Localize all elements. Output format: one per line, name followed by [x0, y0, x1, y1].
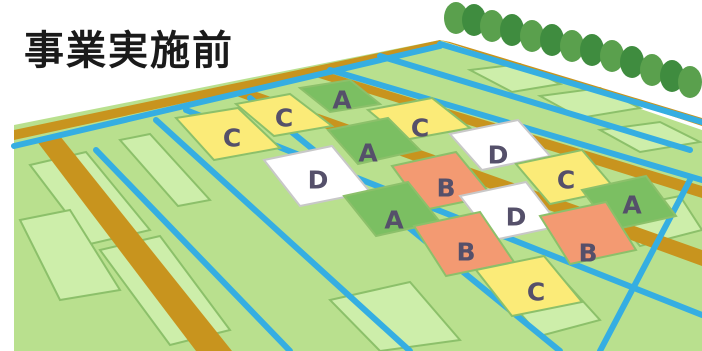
plot — [18, 208, 122, 302]
plot-label: A — [622, 191, 642, 220]
plot — [328, 280, 462, 351]
tree-line — [444, 2, 702, 98]
tree-icon — [560, 30, 584, 62]
tree-icon — [580, 34, 604, 66]
tree-icon — [678, 66, 702, 98]
plot-grade-c — [233, 92, 335, 138]
tree-icon — [444, 2, 468, 34]
plot-label: C — [527, 278, 545, 307]
channel-horizon — [437, 41, 702, 125]
plot-grade-a — [297, 78, 383, 114]
plot-label: C — [223, 124, 241, 153]
plot-grade-c — [474, 254, 584, 318]
plot-label: D — [488, 141, 509, 170]
tree-icon — [520, 20, 544, 52]
plot-label: C — [557, 166, 575, 195]
plot-label: C — [275, 104, 293, 133]
channel-top — [11, 43, 443, 149]
plot-grade-b — [538, 200, 638, 266]
plot — [466, 62, 564, 94]
plot-label: D — [506, 203, 527, 232]
tree-icon — [660, 60, 684, 92]
plot-label: A — [384, 206, 404, 235]
channel-right — [597, 177, 693, 351]
page-title: 事業実施前 — [24, 28, 234, 74]
plot-grade-a — [326, 116, 422, 166]
plot — [118, 132, 212, 208]
tree-icon — [480, 10, 504, 42]
plot-label: D — [308, 166, 329, 195]
road-left — [36, 136, 232, 351]
tree-icon — [462, 4, 486, 36]
plot-label: A — [332, 86, 352, 115]
tree-icon — [500, 14, 524, 46]
tree-icon — [620, 46, 644, 78]
tree-icon — [600, 40, 624, 72]
channel-v1 — [93, 147, 293, 351]
plot-label: B — [436, 174, 455, 203]
tree-icon — [540, 24, 564, 56]
plot-label: B — [578, 239, 597, 268]
plot-label: B — [456, 238, 475, 267]
plot-label: A — [358, 139, 378, 168]
channel-v2 — [153, 117, 413, 351]
plot-grade-c — [174, 106, 283, 162]
channel-far — [377, 53, 693, 153]
plot-label: C — [411, 114, 429, 143]
tree-icon — [640, 54, 664, 86]
